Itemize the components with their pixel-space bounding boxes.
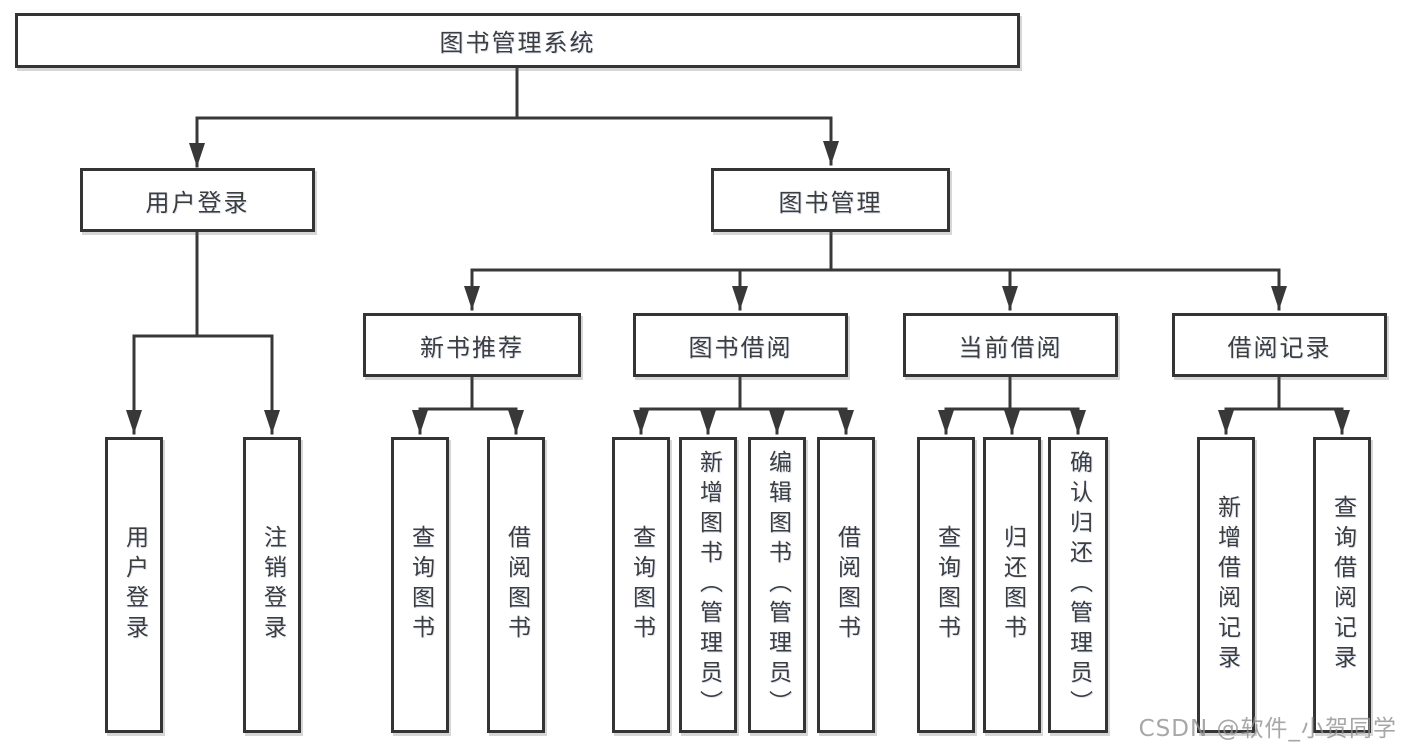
leaf-return-book: 归还图书: [983, 437, 1041, 733]
csdn-watermark: CSDN @软件_小贺同学: [1138, 716, 1397, 742]
leaf-user-login-label: 用户登录: [121, 525, 148, 645]
node-new-book-recommend: 新书推荐: [363, 313, 581, 377]
connector-root-to-level2: [189, 66, 839, 168]
node-current-borrow: 当前借阅: [903, 313, 1118, 377]
leaf-logout-label: 注销登录: [259, 525, 286, 645]
node-root-label: 图书管理系统: [439, 29, 596, 57]
leaf-query-borrow-record: 查询借阅记录: [1313, 437, 1371, 733]
node-root-system: 图书管理系统: [15, 13, 1020, 68]
leaf-query-borrow-record-label: 查询借阅记录: [1329, 495, 1356, 675]
leaf-add-book-admin-label: 新增图书（管理员）: [695, 450, 722, 720]
leaf-logout: 注销登录: [243, 437, 301, 733]
leaf-edit-book-admin-label: 编辑图书（管理员）: [764, 450, 791, 720]
connector-current-borrow-branch: [938, 375, 1086, 435]
node-borrow-record: 借阅记录: [1172, 313, 1387, 377]
node-book-management-label: 图书管理: [778, 188, 883, 217]
leaf-user-login: 用户登录: [105, 437, 163, 733]
connector-new-book-rec-branch: [412, 375, 524, 435]
leaf-edit-book-admin: 编辑图书（管理员）: [748, 437, 806, 733]
leaf-borrow-book-label: 借阅图书: [833, 525, 860, 645]
connector-borrow-record-branch: [1218, 375, 1350, 435]
leaf-query-book-rec-label: 查询图书: [407, 525, 434, 645]
leaf-add-borrow-record-label: 新增借阅记录: [1213, 495, 1240, 675]
leaf-query-book-rec: 查询图书: [391, 437, 449, 733]
leaf-borrow-book-rec: 借阅图书: [487, 437, 545, 733]
leaf-confirm-return-admin: 确认归还（管理员）: [1048, 437, 1108, 733]
leaf-add-borrow-record: 新增借阅记录: [1197, 437, 1255, 733]
leaf-add-book-admin: 新增图书（管理员）: [679, 437, 737, 733]
leaf-query-book-current: 查询图书: [917, 437, 975, 733]
leaf-confirm-return-admin-label: 确认归还（管理员）: [1065, 450, 1092, 720]
node-book-borrow-label: 图书借阅: [688, 333, 793, 362]
node-user-login-label: 用户登录: [145, 188, 250, 217]
node-borrow-record-label: 借阅记录: [1227, 333, 1332, 362]
leaf-borrow-book: 借阅图书: [817, 437, 875, 733]
node-new-book-recommend-label: 新书推荐: [420, 333, 524, 362]
leaf-query-book-borrow: 查询图书: [612, 437, 670, 733]
node-current-borrow-label: 当前借阅: [958, 333, 1063, 362]
connector-user-login-branch: [126, 230, 280, 435]
leaf-query-book-borrow-label: 查询图书: [628, 525, 655, 645]
node-user-login: 用户登录: [80, 168, 315, 232]
connector-book-mgmt-branch: [464, 230, 1287, 311]
leaf-query-book-current-label: 查询图书: [933, 525, 960, 645]
leaf-return-book-label: 归还图书: [999, 525, 1026, 645]
node-book-borrow: 图书借阅: [633, 313, 848, 377]
node-book-management: 图书管理: [711, 168, 950, 232]
connector-book-borrow-branch: [633, 375, 854, 435]
leaf-borrow-book-rec-label: 借阅图书: [503, 525, 530, 645]
